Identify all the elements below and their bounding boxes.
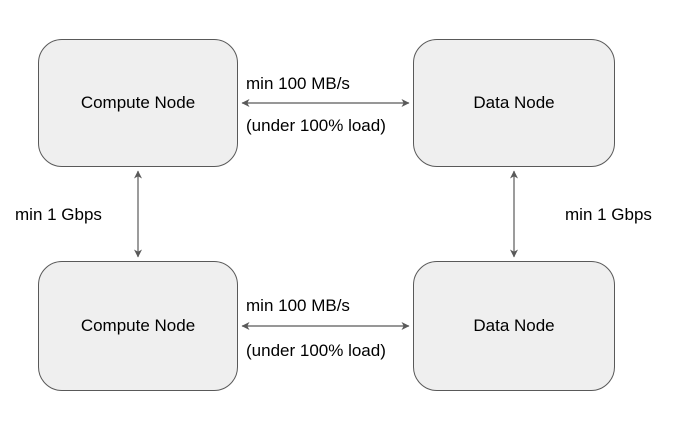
- data-node-bottom-label: Data Node: [473, 316, 555, 335]
- edge-label-condition-top: (under 100% load): [246, 116, 386, 135]
- data-node-top-label: Data Node: [473, 93, 555, 112]
- edge-label-rate-top: min 100 MB/s: [246, 74, 350, 93]
- compute-node-top-label: Compute Node: [80, 93, 196, 112]
- compute-node-bottom-label: Compute Node: [80, 316, 196, 335]
- edge-label-rate-right: min 1 Gbps: [565, 205, 652, 224]
- edge-label-condition-bottom: (under 100% load): [246, 341, 386, 360]
- data-node-bottom: Data Node: [413, 261, 615, 391]
- edge-label-rate-left: min 1 Gbps: [15, 205, 102, 224]
- compute-node-bottom: Compute Node: [38, 261, 238, 391]
- edge-label-rate-bottom: min 100 MB/s: [246, 296, 350, 315]
- compute-node-top: Compute Node: [38, 39, 238, 167]
- data-node-top: Data Node: [413, 39, 615, 167]
